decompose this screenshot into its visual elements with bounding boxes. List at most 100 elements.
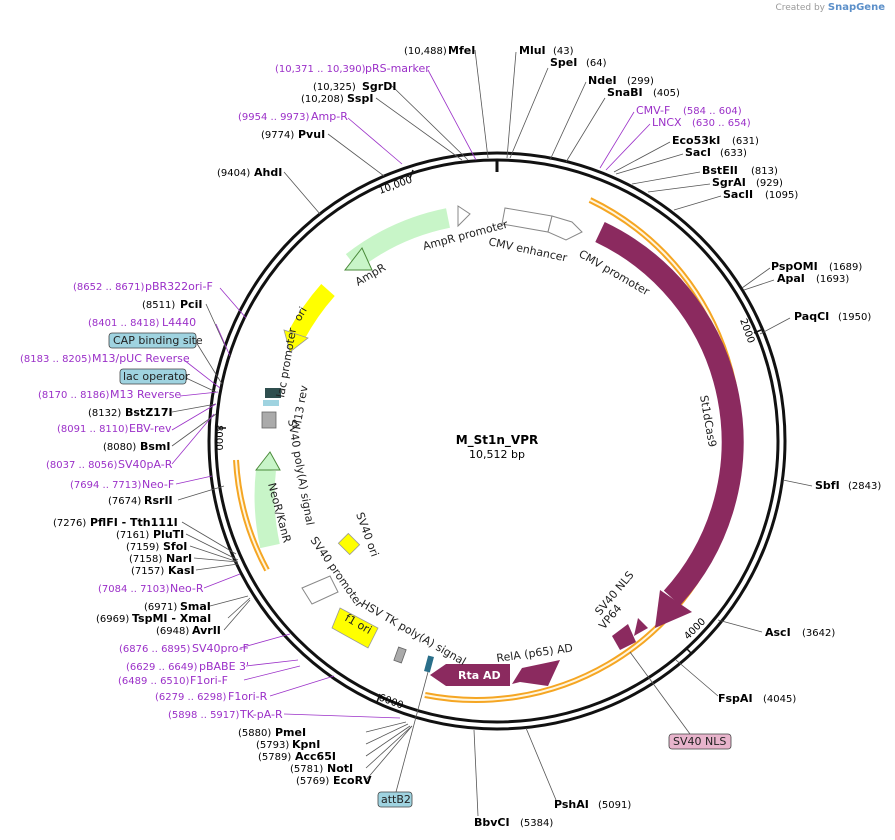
enzyme-name-bsteii: BstEII bbox=[702, 164, 738, 177]
enzyme-name-tspmi: TspMI - XmaI bbox=[132, 612, 211, 625]
leader-line bbox=[205, 303, 227, 349]
leader-line bbox=[506, 51, 517, 159]
leader-line bbox=[189, 545, 239, 563]
primer-name-f1ori-r: F1ori-R bbox=[228, 690, 268, 703]
leader-line bbox=[171, 403, 217, 413]
enzyme-pos-saci: (633) bbox=[720, 148, 747, 159]
enzyme-name-sacii: SacII bbox=[723, 188, 753, 201]
enzyme-pos-fspai: (4045) bbox=[763, 694, 796, 705]
cap-binding-site-box bbox=[108, 332, 197, 349]
primer-pos-lncx: (630 .. 654) bbox=[692, 118, 751, 129]
enzyme-pos-noti: (5781) bbox=[290, 764, 323, 775]
leader-line bbox=[615, 153, 684, 175]
leader-line bbox=[177, 485, 225, 501]
enzyme-pos-acc65i: (5789) bbox=[258, 752, 291, 763]
primer-pos-m13-reverse: (8170 .. 8186) bbox=[38, 390, 110, 401]
enzyme-name-bsmi: BsmI bbox=[140, 440, 171, 453]
primer-pos-m13puc: (8183 .. 8205) bbox=[20, 354, 92, 365]
leader-line bbox=[675, 659, 719, 697]
leader-line bbox=[227, 597, 251, 619]
primer-pos-ebv-rev: (8091 .. 8110) bbox=[57, 424, 129, 435]
label-st1dcas9: St1dCas9 bbox=[697, 394, 719, 448]
ori-head bbox=[283, 329, 309, 353]
label-cmv-enhancer: CMV enhancer bbox=[487, 235, 568, 264]
leader-line bbox=[565, 97, 606, 163]
label-rta-ad: Rta AD bbox=[458, 669, 501, 682]
enzyme-name-sspi: SspI bbox=[347, 92, 373, 105]
enzyme-name-noti: NotI bbox=[327, 762, 353, 775]
leader-line bbox=[647, 183, 711, 193]
leader-line bbox=[365, 725, 413, 781]
primer-pos-neo-r: (7084 .. 7103) bbox=[98, 584, 170, 595]
enzyme-name-acc65i: Acc65I bbox=[295, 750, 336, 763]
label-sv40-polya: SV40 poly(A) signal bbox=[285, 418, 316, 526]
leader-line bbox=[181, 521, 237, 555]
plasmid-length: 10,512 bp bbox=[469, 448, 525, 461]
leader-line bbox=[365, 725, 411, 757]
leader-line bbox=[171, 413, 215, 465]
vp64-arrow bbox=[612, 624, 636, 650]
primer-pos-tk-pa-r: (5898 .. 5917) bbox=[168, 710, 240, 721]
enzyme-pos-bbvci: (5384) bbox=[520, 818, 553, 829]
leader-line bbox=[347, 117, 403, 165]
primer-pos-neo-f: (7694 .. 7713) bbox=[70, 480, 142, 491]
sv40-nls-label: SV40 NLS bbox=[673, 735, 726, 748]
enzyme-pos-bsteii: (813) bbox=[751, 166, 778, 177]
leader-line bbox=[365, 721, 407, 733]
enzyme-name-saci: SacI bbox=[685, 146, 711, 159]
label-rela-ad: RelA (p65) AD bbox=[496, 641, 574, 665]
leader-line bbox=[171, 413, 217, 447]
enzyme-name-ahdi: AhdI bbox=[254, 166, 282, 179]
ampr-head bbox=[343, 247, 373, 271]
sv40-promoter-arrow bbox=[301, 575, 339, 605]
enzyme-name-kasi: KasI bbox=[168, 564, 195, 577]
enzyme-pos-asci: (3642) bbox=[802, 628, 835, 639]
leader-line bbox=[243, 665, 301, 681]
enzyme-pos-sgrai: (929) bbox=[756, 178, 783, 189]
leader-line bbox=[525, 727, 557, 801]
enzyme-pos-pluti: (7161) bbox=[116, 530, 149, 541]
leader-line bbox=[741, 267, 771, 289]
primer-pos-pbabe3: (6629 .. 6649) bbox=[126, 662, 198, 673]
primer-name-neo-r: Neo-R bbox=[170, 582, 204, 595]
enzyme-pos-avrii: (6948) bbox=[156, 626, 189, 637]
enzyme-name-sbfi: SbfI bbox=[815, 479, 840, 492]
orf-band-left-core bbox=[235, 459, 268, 571]
enzyme-name-apai: ApaI bbox=[777, 272, 805, 285]
primer-name-cmv-f: CMV-F bbox=[636, 104, 670, 117]
enzyme-pos-sfoi: (7159) bbox=[126, 542, 159, 553]
lac-operator-label: lac operator bbox=[123, 370, 190, 383]
enzyme-pos-pflfi: (7276) bbox=[53, 518, 86, 529]
label-lac-promoter: lac promoter bbox=[274, 326, 299, 398]
primer-name-l4440: L4440 bbox=[162, 316, 196, 329]
enzyme-name-mlui: MluI bbox=[519, 44, 546, 57]
enzyme-name-sfoi: SfoI bbox=[163, 540, 187, 553]
primer-name-tk-pa-r: TK-pA-R bbox=[239, 708, 283, 721]
leader-line bbox=[365, 725, 413, 769]
primer-name-lncx: LNCX bbox=[652, 116, 682, 129]
leader-line bbox=[195, 563, 239, 571]
enzyme-name-smai: SmaI bbox=[180, 600, 211, 613]
tick-label-2000: 2000 bbox=[737, 317, 756, 345]
st1dcas9-arrow bbox=[595, 222, 744, 606]
neor-head bbox=[254, 451, 281, 471]
leader-line bbox=[395, 671, 429, 793]
enzyme-name-pcii: PciI bbox=[180, 298, 202, 311]
lac-promoter-block bbox=[265, 388, 281, 398]
enzyme-pos-kpni: (5793) bbox=[256, 740, 289, 751]
primer-pos-f1ori-f: (6489 .. 6510) bbox=[118, 676, 190, 687]
enzyme-name-pvui: PvuI bbox=[298, 128, 325, 141]
enzyme-name-ecorv: EcoRV bbox=[333, 774, 372, 787]
leader-line bbox=[629, 651, 691, 735]
primer-pos-sv40pro-f: (6876 .. 6895) bbox=[119, 644, 191, 655]
leader-line bbox=[183, 359, 221, 389]
enzyme-name-rsrii: RsrII bbox=[144, 494, 173, 507]
tick-mark-6000 bbox=[376, 693, 381, 703]
enzyme-pos-sgrdi: (10,325) bbox=[313, 82, 356, 93]
enzyme-pos-mfei: (10,488) bbox=[404, 46, 447, 57]
leader-line bbox=[283, 713, 401, 719]
enzyme-name-ndei: NdeI bbox=[588, 74, 617, 87]
leader-line bbox=[613, 141, 671, 173]
enzyme-name-pflfi: PflFI - Tth111I bbox=[90, 516, 178, 529]
leader-line bbox=[223, 599, 251, 631]
